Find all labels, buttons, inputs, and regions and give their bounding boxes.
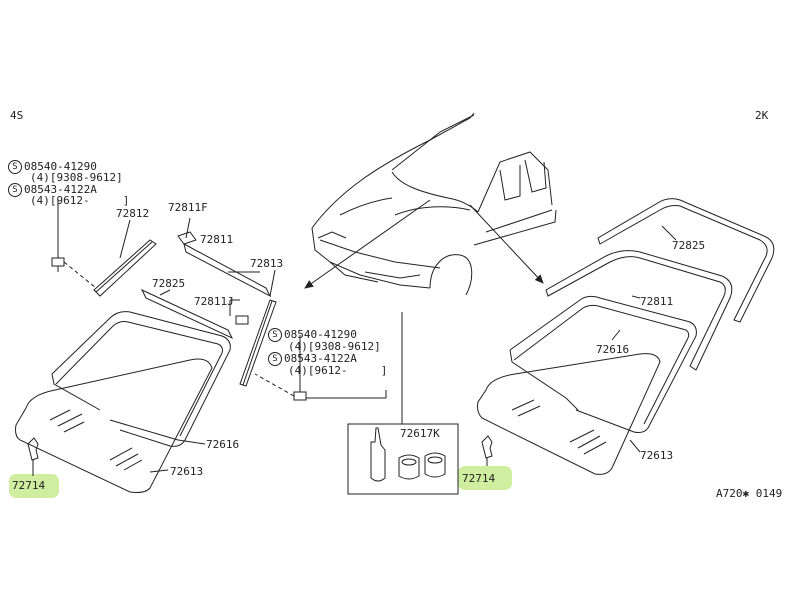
- s-symbol-1: S: [8, 160, 22, 174]
- part-72811J: 72811J: [194, 295, 234, 308]
- part-72613-left: 72613: [170, 465, 204, 478]
- kit-72617K: [348, 312, 458, 494]
- variant-label-right: 2K: [755, 109, 769, 122]
- molding-right: [510, 296, 696, 432]
- upper-molding-72825-left: [142, 290, 232, 338]
- molding-left: [52, 312, 230, 447]
- fastener-leaders-left: [52, 200, 386, 400]
- side-molding-72813: [240, 300, 276, 386]
- part-72714-left: 72714: [12, 479, 46, 492]
- clip-72714-left: [28, 438, 38, 476]
- s-symbol-2: S: [8, 183, 22, 197]
- part-72616-right: 72616: [596, 343, 630, 356]
- part-72616-left: 72616: [206, 438, 240, 451]
- highlight-72714-left: [9, 474, 59, 498]
- part-72714-right: 72714: [462, 472, 496, 485]
- screw-detail-4: (4)[9612- ]: [288, 364, 388, 377]
- windshield-glass-right: [478, 354, 661, 475]
- part-72812: 72812: [116, 207, 150, 220]
- screw-part-4: 08543-4122A: [284, 352, 357, 365]
- screw-detail-1: (4)[9308-9612]: [30, 171, 123, 184]
- part-72613-right: 72613: [640, 449, 674, 462]
- screw-part-1: 08540-41290: [24, 160, 97, 173]
- part-72811F: 72811F: [168, 201, 208, 214]
- diagram-code: A720✱ 0149: [716, 487, 783, 500]
- screw-part-2: 08543-4122A: [24, 183, 97, 196]
- part-72825-right: 72825: [672, 239, 706, 252]
- screw-detail-2: (4)[9612- ]: [30, 194, 130, 207]
- variant-label-left: 4S: [10, 109, 24, 122]
- molding-72811-right: [546, 251, 732, 370]
- clip-72714-right: [482, 436, 492, 466]
- car-outline: [312, 113, 556, 295]
- s-symbol-3: S: [268, 328, 282, 342]
- part-72813: 72813: [250, 257, 284, 270]
- windshield-glass-left: [16, 359, 213, 493]
- screw-detail-3: (4)[9308-9612]: [288, 340, 381, 353]
- part-72811-right: 72811: [640, 295, 674, 308]
- callout-leaders-right: [612, 226, 676, 452]
- part-72617K: 72617K: [400, 427, 440, 440]
- side-molding-72812: [94, 240, 156, 296]
- upper-molding-72825-right: [598, 199, 774, 322]
- part-72825-left: 72825: [152, 277, 186, 290]
- s-symbol-4: S: [268, 352, 282, 366]
- part-72811-left: 72811: [200, 233, 234, 246]
- highlight-72714-right: [458, 466, 512, 490]
- callout-leaders-left: [120, 218, 260, 472]
- direction-arrows: [304, 200, 544, 289]
- screw-part-3: 08540-41290: [284, 328, 357, 341]
